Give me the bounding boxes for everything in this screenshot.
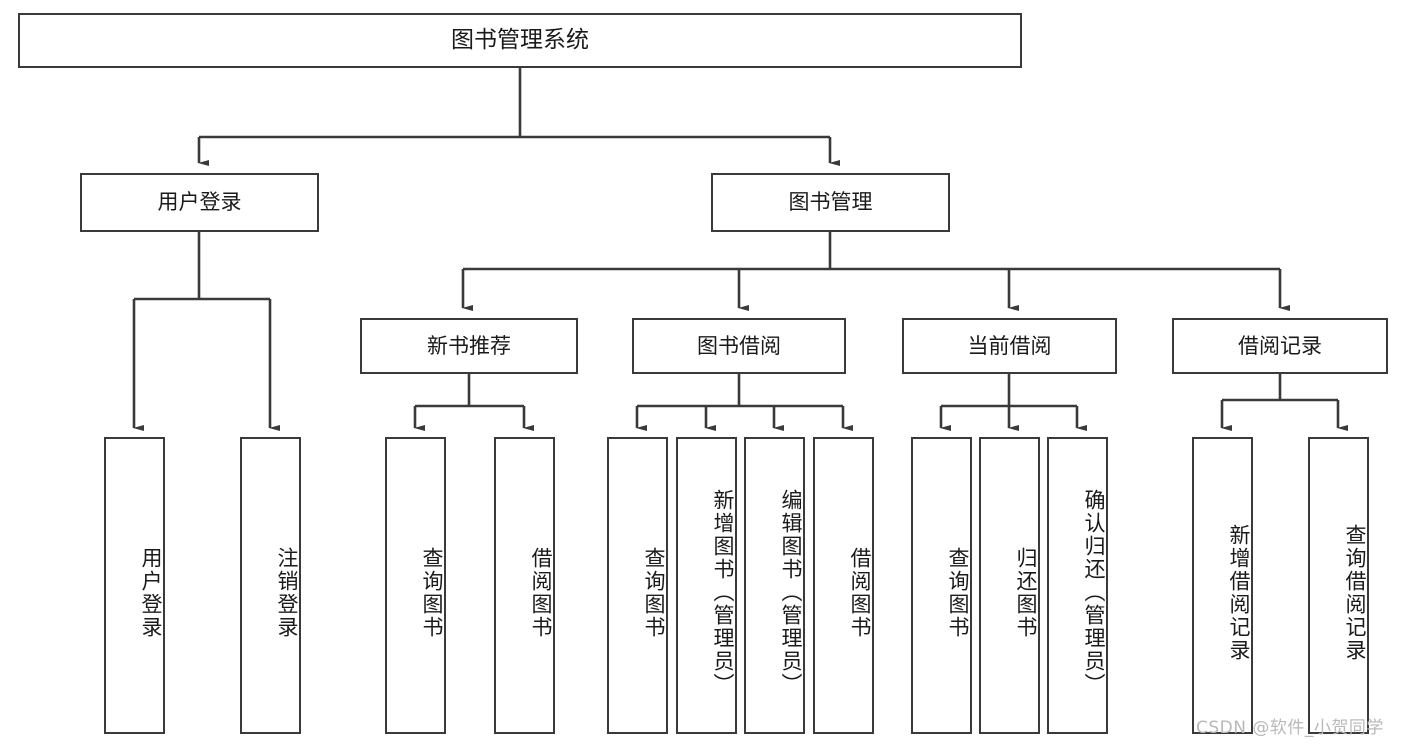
node-label: 确认归还（管理员） (1082, 489, 1106, 696)
node-label: 借阅图书 (529, 546, 553, 639)
node-borrow-record[interactable]: 借阅记录 (1172, 318, 1388, 374)
node-leaf-borrow-book-recommend[interactable]: 借阅图书 (494, 437, 555, 734)
node-label: 借阅图书 (848, 546, 872, 639)
node-leaf-add-book-admin[interactable]: 新增图书（管理员） (676, 437, 737, 734)
node-label: 查询借阅记录 (1343, 523, 1367, 662)
node-new-book-recommend[interactable]: 新书推荐 (360, 318, 578, 374)
node-label: 归还图书 (1014, 546, 1038, 639)
node-leaf-borrow-book[interactable]: 借阅图书 (813, 437, 874, 734)
node-leaf-query-borrow-record[interactable]: 查询借阅记录 (1308, 437, 1369, 734)
node-label: 当前借阅 (967, 333, 1052, 358)
node-book-management[interactable]: 图书管理 (711, 173, 950, 232)
node-leaf-add-borrow-record[interactable]: 新增借阅记录 (1192, 437, 1253, 734)
node-user-login[interactable]: 用户登录 (80, 173, 319, 232)
node-label: 图书管理 (788, 190, 873, 215)
node-leaf-query-book-recommend[interactable]: 查询图书 (385, 437, 446, 734)
node-label: 用户登录 (139, 546, 163, 639)
node-leaf-logout[interactable]: 注销登录 (240, 437, 301, 734)
node-label: 用户登录 (157, 190, 242, 215)
node-root-system[interactable]: 图书管理系统 (18, 13, 1022, 68)
node-leaf-edit-book-admin[interactable]: 编辑图书（管理员） (744, 437, 805, 734)
node-label: 查询图书 (946, 546, 970, 639)
node-label: 查询图书 (420, 546, 444, 639)
node-label: 新增图书（管理员） (711, 489, 735, 696)
node-leaf-return-book[interactable]: 归还图书 (979, 437, 1040, 734)
node-current-borrow[interactable]: 当前借阅 (902, 318, 1117, 374)
node-leaf-query-book-current[interactable]: 查询图书 (911, 437, 972, 734)
node-label: 图书借阅 (697, 333, 781, 358)
node-label: 注销登录 (275, 546, 299, 639)
node-book-borrow[interactable]: 图书借阅 (632, 318, 846, 374)
node-leaf-user-login[interactable]: 用户登录 (104, 437, 165, 734)
node-label: 图书管理系统 (451, 26, 589, 53)
node-label: 新增借阅记录 (1227, 523, 1251, 662)
node-label: 借阅记录 (1238, 333, 1322, 358)
watermark: CSDN @软件_小贺同学 (1196, 718, 1384, 738)
node-leaf-confirm-return-admin[interactable]: 确认归还（管理员） (1047, 437, 1108, 734)
node-leaf-query-book-borrow[interactable]: 查询图书 (607, 437, 668, 734)
node-label: 查询图书 (642, 546, 666, 639)
node-label: 新书推荐 (427, 333, 511, 358)
node-label: 编辑图书（管理员） (779, 489, 803, 696)
